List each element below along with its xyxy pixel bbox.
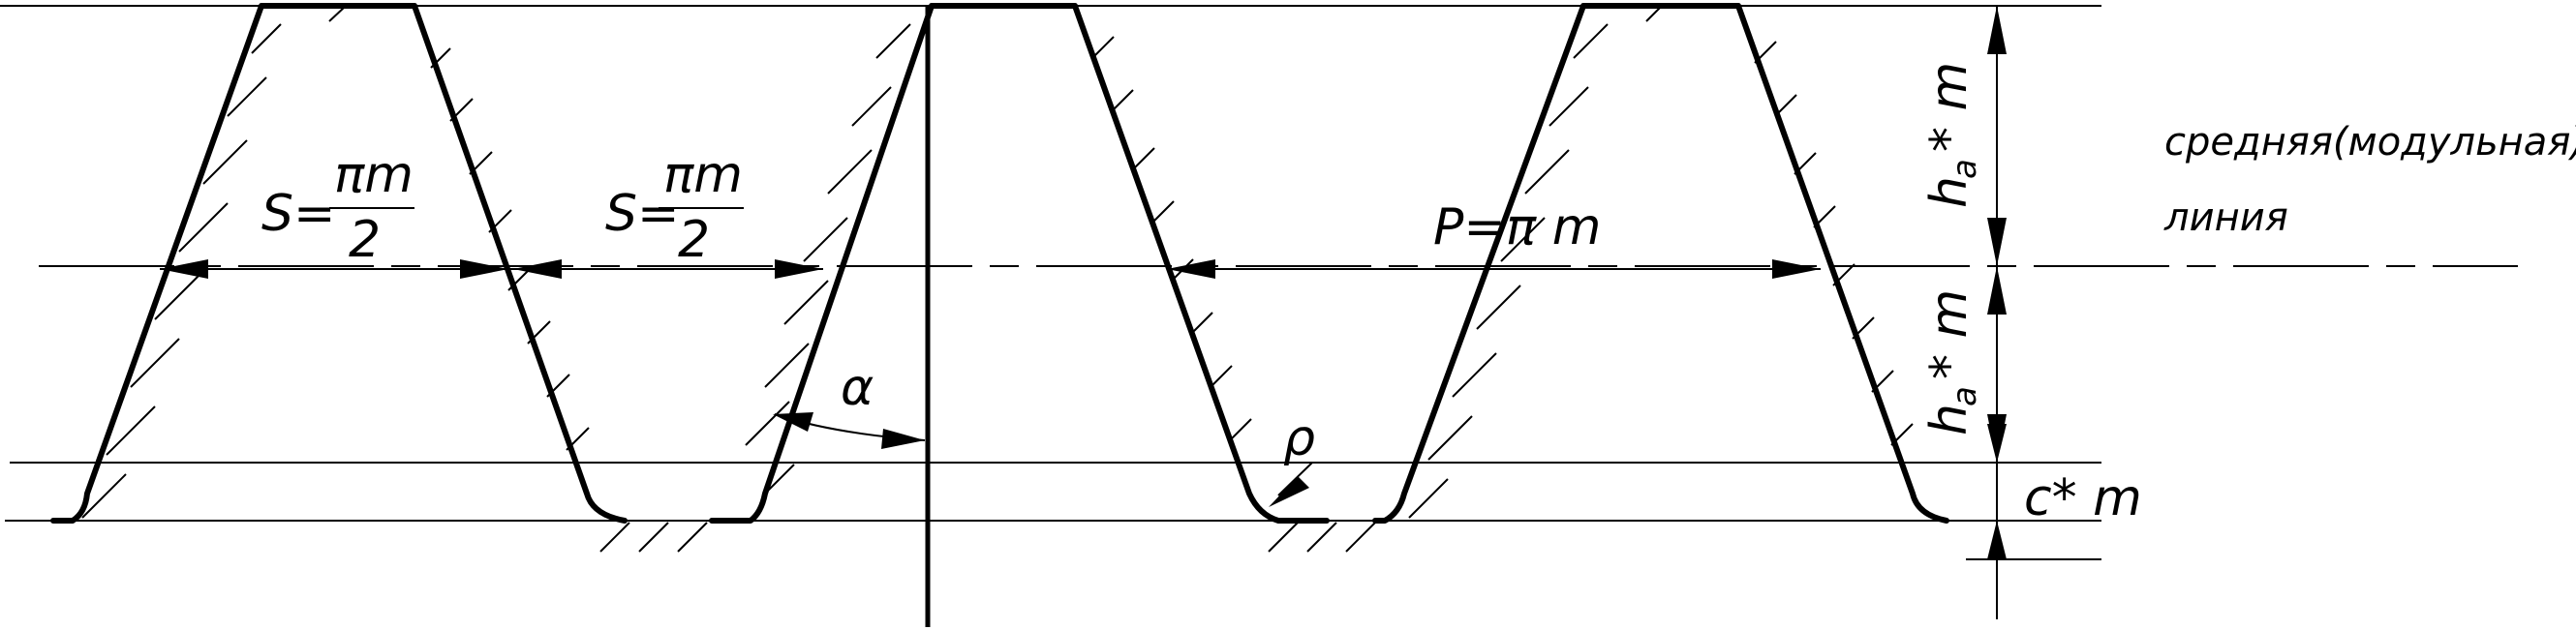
arrow-head xyxy=(773,412,813,432)
arrow-head xyxy=(1987,218,2007,266)
s-mid-text: S= xyxy=(605,185,680,243)
addendum-label-upper: h a * m xyxy=(1920,62,1984,208)
s-left-denominator: 2 xyxy=(349,211,381,269)
a-subscript: a xyxy=(1946,386,1984,406)
arrow-head xyxy=(1167,259,1215,279)
arrow-head xyxy=(1987,6,2007,54)
a-subscript: a xyxy=(1946,159,1984,179)
star-m: * m xyxy=(1920,62,1978,152)
rho-label: ρ xyxy=(1283,409,1315,467)
arrow-head xyxy=(1987,266,2007,315)
star-m: * m xyxy=(1920,289,1978,379)
pitch-label: P=π m xyxy=(1433,198,1601,256)
arrow-head xyxy=(775,259,823,279)
arrow-head xyxy=(1987,424,2007,463)
alpha-label: α xyxy=(841,359,874,417)
arrow-head xyxy=(881,429,925,449)
s-mid-numerator: πm xyxy=(663,146,743,204)
arrow-head xyxy=(1269,476,1309,507)
arrow-head xyxy=(1987,521,2007,559)
hatching xyxy=(81,7,1914,553)
addendum-label-lower: h a * m xyxy=(1920,289,1984,435)
midline-note-line2: линия xyxy=(2163,195,2288,240)
arrow-head xyxy=(460,259,508,279)
clearance-label: c* m xyxy=(2024,469,2142,527)
tooth-3 xyxy=(1372,3,1949,524)
s-mid-denominator: 2 xyxy=(678,211,710,269)
s-left-label: S= πm 2 xyxy=(261,146,414,269)
midline-note-line1: средняя(модульная) xyxy=(2164,120,2576,165)
h-letter: h xyxy=(1920,404,1978,435)
tooth-2 xyxy=(709,3,1330,524)
tooth-1 xyxy=(50,3,628,524)
s-left-text: S= xyxy=(261,185,336,243)
arrow-head xyxy=(160,259,208,279)
arrow-head xyxy=(1772,259,1821,279)
s-mid-label: S= πm 2 xyxy=(605,146,744,269)
s-left-numerator: πm xyxy=(334,146,414,204)
h-letter: h xyxy=(1920,176,1978,208)
arrow-head xyxy=(513,259,562,279)
